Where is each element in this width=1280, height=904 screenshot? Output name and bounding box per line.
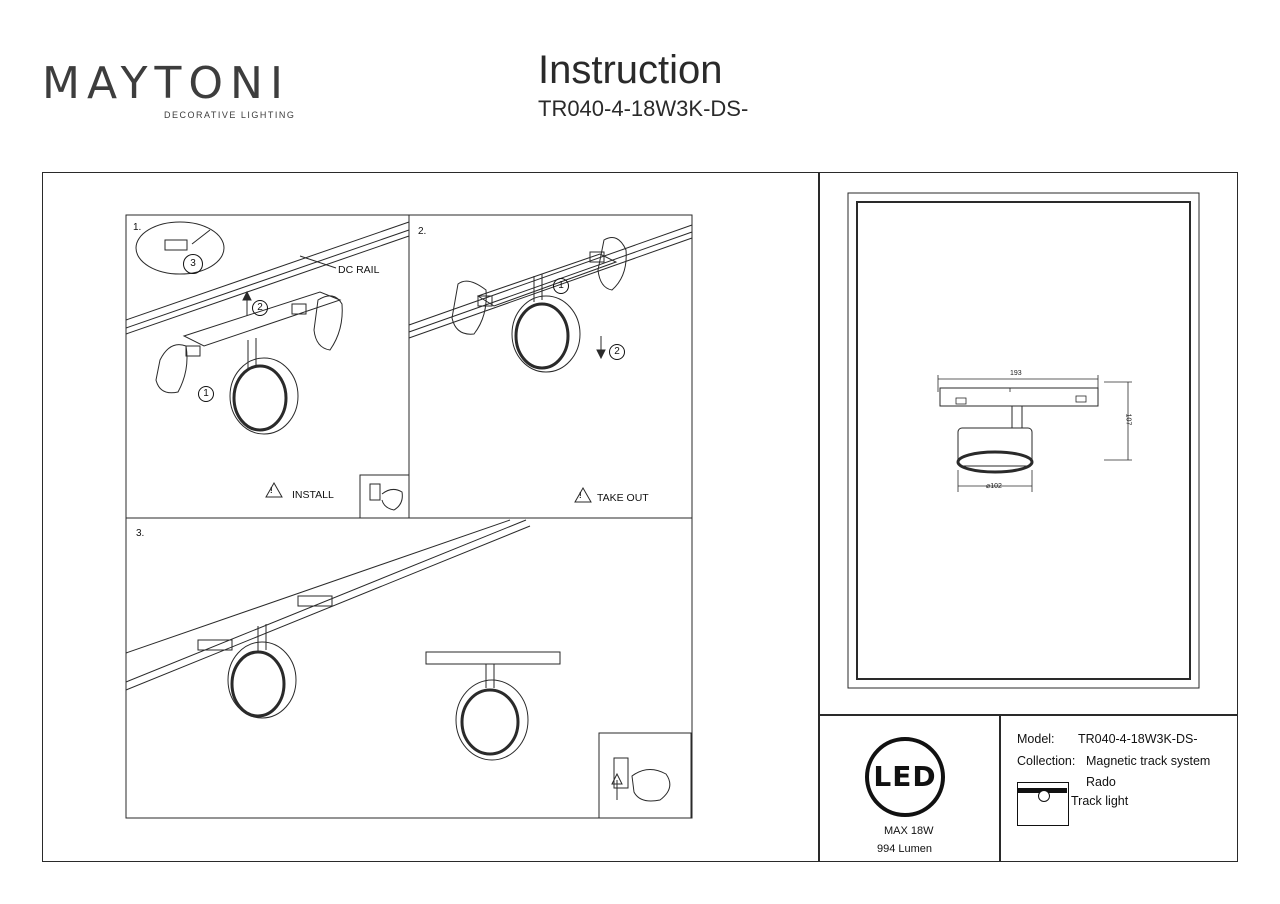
led-power: MAX 18W (884, 825, 934, 837)
product-name: Rado (1086, 775, 1116, 789)
dim-height: 107 (1124, 413, 1132, 426)
dim-diameter: ⌀102 (986, 483, 1002, 490)
dim-length: 193 (1010, 370, 1022, 377)
warning-triangle-icon: ! (579, 491, 582, 500)
brand-tagline: DECORATIVE LIGHTING (164, 110, 296, 120)
track-light-icon (1017, 782, 1069, 826)
marker-two-label: 2 (614, 346, 620, 357)
marker-one-label: 1 (558, 280, 564, 291)
led-badge: LED (865, 737, 945, 817)
brand-logo: MAYTONI DECORATIVE LIGHTING (42, 56, 312, 126)
frame-divider-horizontal (818, 714, 1238, 716)
step3-number: 3. (136, 528, 145, 539)
frame-divider-vertical (818, 172, 820, 862)
take-out-label: TAKE OUT (597, 492, 649, 504)
marker-two-label: 2 (257, 302, 263, 313)
step2-number: 2. (418, 226, 427, 237)
frame-divider-info (999, 714, 1001, 862)
product-type: Track light (1071, 794, 1129, 808)
step1-number: 1. (133, 222, 142, 233)
brand-name: MAYTONI (42, 58, 290, 109)
led-lumen: 994 Lumen (877, 843, 933, 855)
install-label: INSTALL (292, 489, 334, 501)
track-light-icon-lamp (1038, 790, 1050, 802)
model-value: TR040-4-18W3K-DS- (1078, 732, 1198, 746)
collection-label: Collection: (1017, 754, 1076, 768)
led-badge-label: LED (873, 760, 937, 793)
page-model: TR040-4-18W3K-DS- (538, 96, 749, 121)
step2-marker-1: 1 (553, 278, 569, 294)
page-title: Instruction (538, 48, 723, 92)
step1-marker-3: 3 (183, 254, 203, 274)
warning-triangle-icon: ! (270, 486, 273, 495)
model-label: Model: (1017, 732, 1055, 746)
step1-marker-2: 2 (252, 300, 268, 316)
step2-marker-2: 2 (609, 344, 625, 360)
dc-rail-label: DC RAIL (338, 264, 380, 276)
collection-value: Magnetic track system (1086, 754, 1211, 768)
step1-marker-1: 1 (198, 386, 214, 402)
marker-three-label: 3 (190, 258, 196, 269)
marker-one-label: 1 (203, 388, 209, 399)
instruction-frame (42, 172, 1238, 862)
